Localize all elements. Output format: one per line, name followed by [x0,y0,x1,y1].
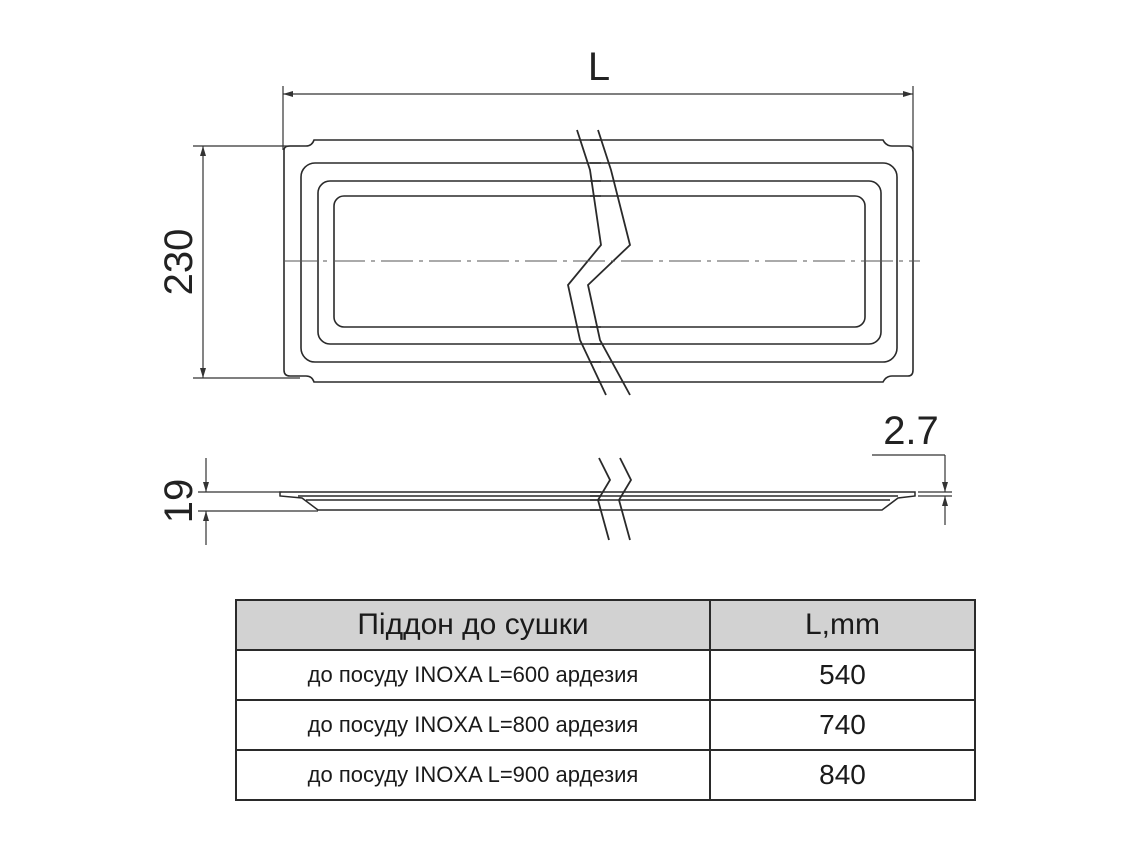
row-length: 540 [709,649,976,701]
dimension-thickness [872,454,952,525]
tray-well-outer [317,180,601,345]
tray-well-inner [333,195,601,328]
break-line-left [567,129,607,396]
row-product-name: до посуду INOXA L=600 ардезия [235,649,711,701]
dimension-width-label: 230 [157,229,201,296]
row-length: 840 [709,749,976,801]
table-row: до посуду INOXA L=900 ардезия 840 [235,749,976,801]
table-row: до посуду INOXA L=800 ардезия 740 [235,699,976,751]
technical-drawing: L 230 19 2.7 [157,45,952,545]
tray-outer-outline [283,139,601,383]
table-row: до посуду INOXA L=600 ардезия 540 [235,649,976,701]
dimension-height [198,458,318,545]
top-view [283,129,920,396]
row-length: 740 [709,699,976,751]
dimension-length [282,86,914,150]
dimension-length-label: L [588,45,610,89]
dimension-thickness-label: 2.7 [883,409,939,453]
side-break-right [618,457,633,541]
row-product-name: до посуду INOXA L=800 ардезия [235,699,711,751]
spec-table: Піддон до сушки L,mm до посуду INOXA L=6… [235,599,976,801]
tray-side-profile [279,491,601,511]
break-line-right [587,129,632,396]
dimension-width [193,145,300,379]
header-length: L,mm [709,599,976,651]
row-product-name: до посуду INOXA L=900 ардезия [235,749,711,801]
side-view [279,457,916,541]
header-product: Піддон до сушки [235,599,711,651]
side-break-left [597,457,612,541]
table-header-row: Піддон до сушки L,mm [235,599,976,651]
dimension-height-label: 19 [157,479,201,524]
